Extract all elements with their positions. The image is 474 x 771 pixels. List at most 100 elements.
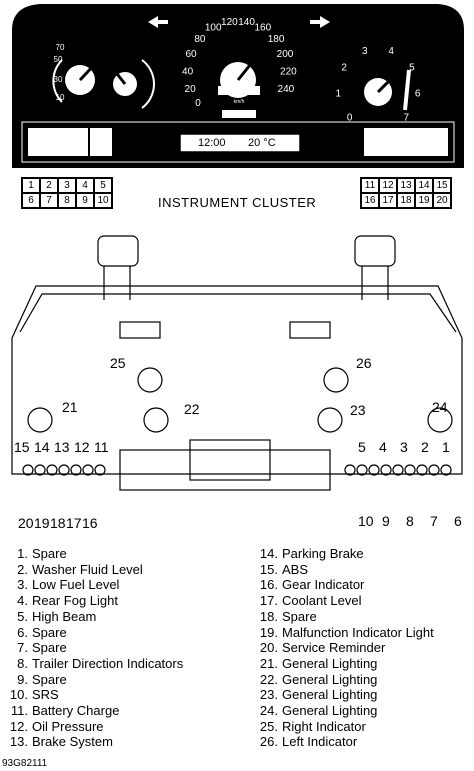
legend-text: Service Reminder <box>282 640 386 656</box>
grid-cell: 8 <box>58 193 76 208</box>
caption: INSTRUMENT CLUSTER <box>158 195 317 210</box>
legend-text: Gear Indicator <box>282 577 365 593</box>
legend-text: Trailer Direction Indicators <box>32 655 184 671</box>
grid-cell: 13 <box>397 178 415 193</box>
speedo-tick-label: 160 <box>254 23 271 34</box>
grid-cell: 17 <box>379 193 397 208</box>
speedo-tick-label: 20 <box>185 84 197 95</box>
legend-text: General Lighting <box>282 655 378 671</box>
bulb-socket <box>404 464 416 476</box>
bulb-socket <box>94 464 106 476</box>
warning-lights-left <box>28 128 88 156</box>
callout-label: 15 <box>14 439 30 455</box>
legend-text: General Lighting <box>282 687 378 703</box>
speedo-tick-label: 80 <box>194 34 206 45</box>
grid-cell: 15 <box>433 178 451 193</box>
legend-number: 26. <box>259 734 278 750</box>
bulb-socket <box>82 464 94 476</box>
legend-number: 23. <box>259 687 278 703</box>
right-arrow-icon <box>310 16 330 28</box>
callout-label: 20 <box>18 515 34 531</box>
callout-24: 24 <box>432 399 448 415</box>
legend-text: Brake System <box>32 734 113 750</box>
legend-number: 21. <box>259 655 278 671</box>
legend-text: Spare <box>32 546 67 561</box>
callout-21: 21 <box>62 399 78 415</box>
speedo-tick-label: 220 <box>280 67 297 78</box>
callout-label: 2 <box>421 439 429 455</box>
warning-lights-right <box>364 128 448 156</box>
legend-text: SRS <box>32 687 59 703</box>
tacho-tick-label: 4 <box>388 46 394 57</box>
bulb-socket <box>344 464 356 476</box>
legend-number: 10. <box>9 687 28 703</box>
legend-number: 14. <box>259 546 278 561</box>
legend-item: 26.Left Indicator <box>254 734 434 750</box>
bulb-socket <box>416 464 428 476</box>
legend-text: High Beam <box>32 608 97 624</box>
legend-number: 19. <box>259 624 278 640</box>
bulb-socket <box>428 464 440 476</box>
speed-unit: km/h <box>234 99 245 105</box>
legend-number: 2. <box>17 561 28 577</box>
callout-23: 23 <box>350 402 366 418</box>
reference-code: 93G82111 <box>2 758 48 769</box>
callout-label: 7 <box>430 513 438 529</box>
legend-item: 12.Oil Pressure <box>4 719 183 735</box>
legend-number: 4. <box>17 593 28 609</box>
tacho-tick-label: 0 <box>347 112 353 123</box>
callout-25: 25 <box>110 355 126 371</box>
legend-item: 9.Spare <box>4 672 183 688</box>
callout-label: 18 <box>50 515 66 531</box>
legend-text: Low Fuel Level <box>32 577 120 593</box>
bulb-socket <box>58 464 70 476</box>
callout-label: 12 <box>74 439 90 455</box>
clock-display: 12:00 <box>198 137 226 149</box>
grid-cell: 20 <box>433 193 451 208</box>
legend-item: 21.General Lighting <box>254 656 434 672</box>
grid-cell: 14 <box>415 178 433 193</box>
callout-label: 16 <box>82 515 98 531</box>
grid-cell: 19 <box>415 193 433 208</box>
temperature-gauge <box>112 59 155 109</box>
fuel-tick-label: 10 <box>56 93 65 102</box>
grid-cell: 11 <box>361 178 379 193</box>
callout-label: 17 <box>66 515 82 531</box>
bulb-socket <box>440 464 452 476</box>
grid-cell: 3 <box>58 178 76 193</box>
legend-text: Rear Fog Light <box>32 593 118 609</box>
callout-label: 5 <box>358 439 366 455</box>
callout-label: 13 <box>54 439 70 455</box>
callout-label: 9 <box>382 513 390 529</box>
legend-number: 15. <box>259 561 278 577</box>
callout-label: 1 <box>442 439 450 455</box>
legend-number: 1. <box>17 546 28 561</box>
grid-cell: 9 <box>76 193 94 208</box>
bulb-socket <box>368 464 380 476</box>
legend-text: General Lighting <box>282 703 378 719</box>
speedo-tick-label: 0 <box>195 98 201 109</box>
legend-item: 5.High Beam <box>4 609 183 625</box>
speedo-tick-label: 100 <box>205 23 222 34</box>
legend-item: 4.Rear Fog Light <box>4 593 183 609</box>
grid-cell: 16 <box>361 193 379 208</box>
legend-text: ABS <box>282 561 309 577</box>
legend-item: 8.Trailer Direction Indicators <box>4 656 183 672</box>
legend-item: 20.Service Reminder <box>254 640 434 656</box>
legend-number: 18. <box>259 608 278 624</box>
legend-text: Coolant Level <box>282 593 362 609</box>
legend-number: 17. <box>259 593 278 609</box>
legend-number: 11. <box>10 703 28 719</box>
legend-item: 19.Malfunction Indicator Light <box>254 625 434 641</box>
legend-item: 18.Spare <box>254 609 434 625</box>
legend-item: 15.ABS <box>254 562 434 578</box>
speedo-tick-label: 180 <box>268 34 285 45</box>
legend-item: 13.Brake System <box>4 734 183 750</box>
grid-cell: 18 <box>397 193 415 208</box>
callout-label: 14 <box>34 439 50 455</box>
grid-cell: 7 <box>40 193 58 208</box>
fuel-tick-label: 50 <box>54 55 63 64</box>
